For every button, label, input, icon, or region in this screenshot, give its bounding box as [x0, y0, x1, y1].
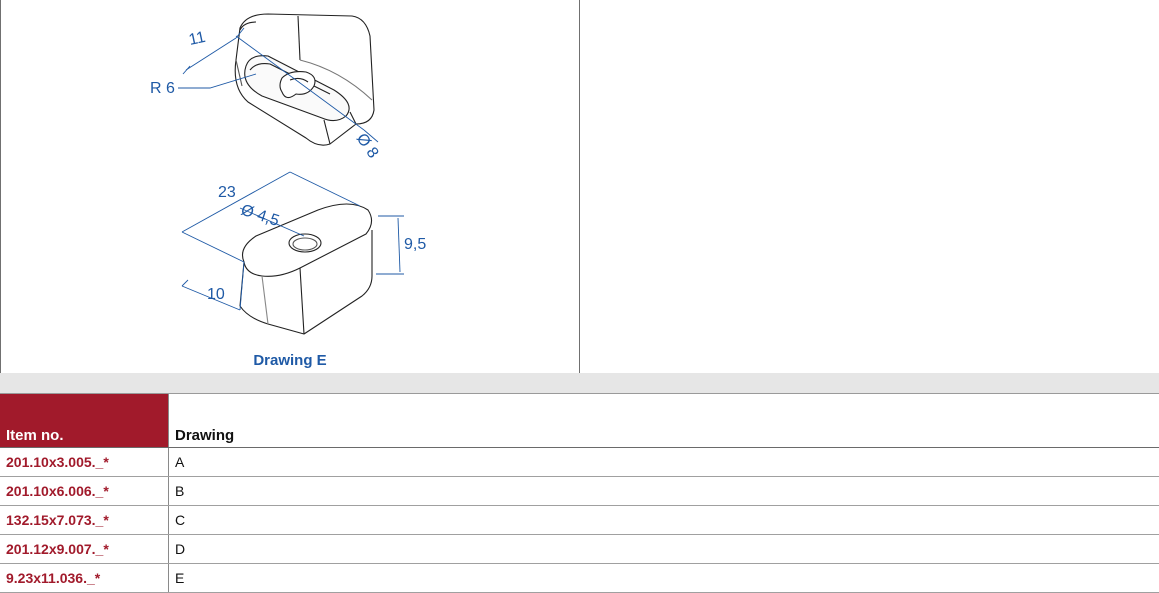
drawing-e-figure: 11 R 6 Ø 8 23 Ø 4,5 9,5 10 — [150, 13, 426, 335]
item-number-cell: 9.23x11.036._* — [0, 563, 169, 593]
drawing-letter-cell: E — [168, 563, 1159, 593]
drawing-letter-cell: B — [168, 476, 1159, 506]
dimension-9-5: 9,5 — [404, 236, 426, 253]
dimension-phi45: Ø 4,5 — [239, 202, 282, 230]
item-number-cell: 201.10x3.005._* — [0, 447, 169, 477]
section-separator-band — [0, 373, 1159, 394]
bottom-part-dimension-lines — [181, 171, 404, 311]
column-header-item-no: Item no. — [0, 394, 169, 448]
table-row: 201.10x6.006._* B — [0, 476, 1159, 506]
panel-divider — [579, 0, 580, 373]
dimension-23: 23 — [218, 184, 236, 201]
item-number-cell: 201.10x6.006._* — [0, 476, 169, 506]
item-number-cell: 132.15x7.073._* — [0, 505, 169, 535]
drawing-caption: Drawing E — [253, 352, 327, 369]
table-row: 201.10x3.005._* A — [0, 447, 1159, 477]
dimension-11: 11 — [187, 29, 207, 49]
drawing-letter-cell: D — [168, 534, 1159, 564]
item-number-cell: 201.12x9.007._* — [0, 534, 169, 564]
table-row: 9.23x11.036._* E — [0, 563, 1159, 593]
table-row: 132.15x7.073._* C — [0, 505, 1159, 535]
dimension-r6: R 6 — [150, 80, 175, 97]
drawing-letter-cell: A — [168, 447, 1159, 477]
table-header-row: Item no. Drawing — [0, 394, 1159, 448]
dimension-10: 10 — [207, 286, 225, 303]
column-header-drawing: Drawing — [168, 394, 1159, 448]
table-row: 201.12x9.007._* D — [0, 534, 1159, 564]
bottom-view-part — [234, 13, 375, 146]
panel-left-border — [0, 0, 1, 373]
technical-drawing-panel: 11 R 6 Ø 8 23 Ø 4,5 9,5 10 Drawing E — [0, 0, 580, 373]
dimension-phi8: Ø 8 — [353, 131, 382, 162]
top-view-part — [239, 203, 373, 335]
item-drawing-table: Item no. Drawing 201.10x3.005._* A 201.1… — [0, 394, 1159, 593]
drawing-letter-cell: C — [168, 505, 1159, 535]
top-part-dimension-lines — [178, 27, 379, 143]
